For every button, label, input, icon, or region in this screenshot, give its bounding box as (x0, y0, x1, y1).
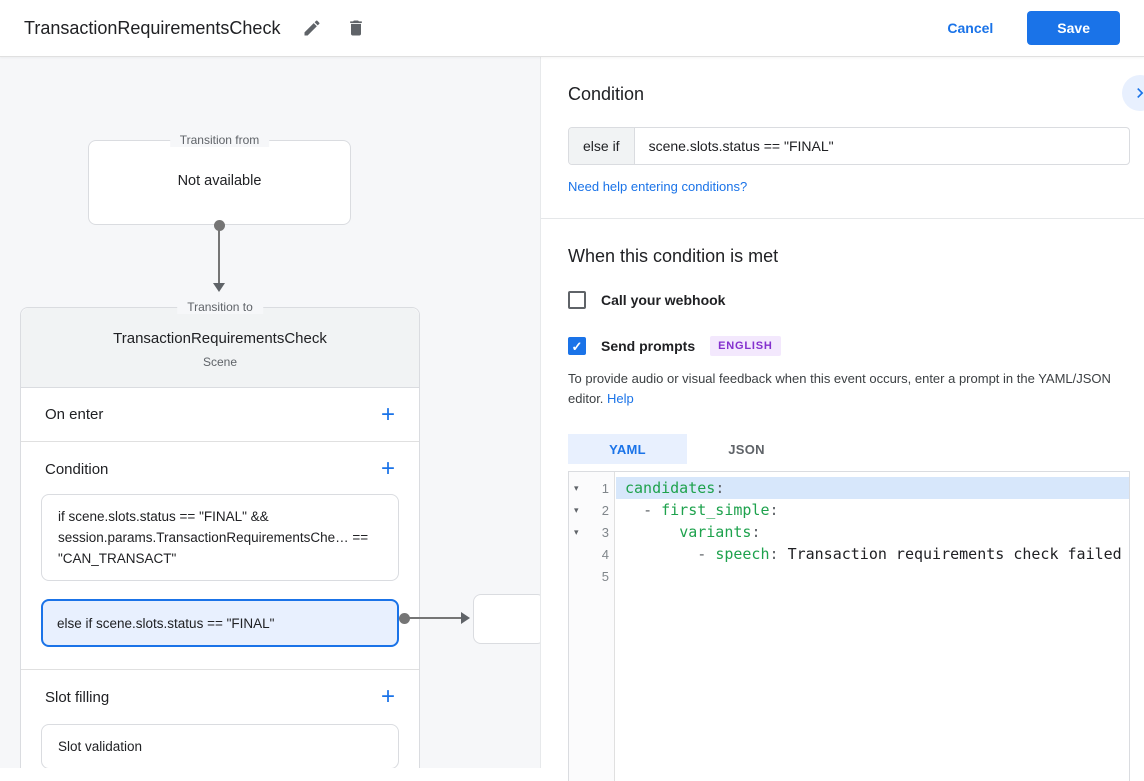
fold-arrow-icon[interactable]: ▾ (574, 482, 579, 493)
connector-line (218, 227, 220, 283)
prompt-description-text: To provide audio or visual feedback when… (568, 371, 1111, 406)
tab-yaml[interactable]: YAML (568, 434, 687, 464)
edit-title-button[interactable] (300, 16, 324, 40)
send-prompts-label: Send prompts (601, 338, 696, 354)
cancel-button[interactable]: Cancel (947, 20, 994, 36)
condition-section-label: Condition (45, 460, 109, 478)
transition-from-box: Transition from Not available (88, 133, 351, 225)
scene-diagram-canvas: Transition from Not available Transition… (0, 57, 540, 768)
send-prompts-checkbox[interactable]: ✓ (568, 337, 586, 355)
transition-to-card: Transition to TransactionRequirementsChe… (20, 300, 420, 768)
prompt-help-link[interactable]: Help (607, 391, 634, 406)
scene-header[interactable]: TransactionRequirementsCheck Scene (21, 308, 419, 388)
line-number: 5 (601, 568, 609, 584)
transition-target-box[interactable] (473, 594, 540, 644)
condition-input-group: else if (568, 127, 1130, 165)
add-slot-button[interactable]: + (380, 683, 395, 710)
code-line[interactable]: 4 - speech: Transaction requirements che… (569, 543, 1129, 565)
when-met-title: When this condition is met (568, 246, 779, 266)
scene-subtitle: Scene (202, 355, 238, 369)
condition-section: Condition + if scene.slots.status == "FI… (21, 442, 419, 670)
webhook-label: Call your webhook (601, 292, 726, 308)
condition-item-else-if[interactable]: else if scene.slots.status == "FINAL" (41, 599, 399, 647)
code-lines: ▾ 1 candidates: ▾ 2 - first_simple: ▾ 3 varian… (569, 477, 1129, 587)
slot-filling-label: Slot filling (45, 688, 110, 706)
yaml-code-editor[interactable]: ▾ 1 candidates: ▾ 2 - first_simple: ▾ 3 varian… (568, 471, 1130, 781)
transition-from-legend: Transition from (169, 133, 270, 147)
tab-json[interactable]: JSON (728, 441, 765, 457)
trash-icon (350, 20, 363, 36)
code-text[interactable]: candidates: (616, 477, 1129, 499)
fold-arrow-icon[interactable]: ▾ (574, 526, 579, 537)
code-line[interactable]: 5 (569, 565, 1129, 587)
condition-prefix-label: else if (569, 128, 635, 164)
on-enter-row[interactable]: On enter + (21, 388, 419, 442)
send-prompts-row: ✓ Send prompts ENGLISH (568, 336, 1130, 356)
delete-scene-button[interactable] (344, 16, 368, 40)
code-line[interactable]: ▾ 1 candidates: (569, 477, 1129, 499)
chevron-right-icon (1137, 88, 1144, 98)
transition-from-value: Not available (177, 173, 262, 189)
topbar: TransactionRequirementsCheck Cancel Save (0, 0, 1144, 57)
add-condition-button[interactable]: + (380, 455, 395, 482)
arrow-right-icon (461, 612, 470, 624)
prompt-description: To provide audio or visual feedback when… (568, 369, 1134, 409)
line-number: 1 (601, 480, 609, 496)
slot-filling-section: Slot filling + Slot validation Transacti… (21, 670, 419, 768)
line-number: 2 (601, 502, 609, 518)
slot-item-validation[interactable]: Slot validation (41, 724, 399, 768)
condition-expression-input[interactable] (634, 128, 1129, 164)
collapse-panel-button[interactable] (1122, 75, 1144, 111)
scene-title: TransactionRequirementsCheck (113, 330, 327, 347)
webhook-row: Call your webhook (568, 291, 1130, 309)
arrow-down-icon (213, 283, 225, 292)
condition-item-if[interactable]: if scene.slots.status == "FINAL" && sess… (41, 494, 399, 581)
line-number: 3 (601, 524, 609, 540)
editor-tabs: YAML JSON (568, 434, 1130, 464)
transition-to-legend: Transition to (177, 300, 263, 314)
editor-gutter (569, 472, 615, 781)
save-button[interactable]: Save (1027, 11, 1120, 45)
connector-dot (214, 220, 225, 231)
pencil-icon (304, 20, 320, 36)
connector-dot (399, 613, 410, 624)
code-text[interactable]: - speech: Transaction requirements check… (697, 545, 1122, 563)
panel-title: Condition (568, 84, 645, 104)
code-line[interactable]: ▾ 3 variants: (569, 521, 1129, 543)
code-line[interactable]: ▾ 2 - first_simple: (569, 499, 1129, 521)
conditions-help-link[interactable]: Need help entering conditions? (568, 179, 748, 194)
fold-arrow-icon[interactable]: ▾ (574, 504, 579, 515)
code-text[interactable]: - first_simple: (643, 501, 779, 519)
condition-detail-panel: Condition else if Need help entering con… (540, 57, 1144, 781)
section-divider (541, 218, 1144, 219)
language-badge: ENGLISH (710, 336, 781, 356)
line-number: 4 (601, 546, 609, 562)
page-title: TransactionRequirementsCheck (24, 17, 281, 38)
webhook-checkbox[interactable] (568, 291, 586, 309)
on-enter-label: On enter (45, 406, 104, 423)
connector-line (407, 617, 461, 619)
code-text[interactable]: variants: (679, 523, 761, 541)
code-text[interactable] (616, 565, 1129, 587)
add-on-enter-button[interactable]: + (380, 400, 395, 428)
